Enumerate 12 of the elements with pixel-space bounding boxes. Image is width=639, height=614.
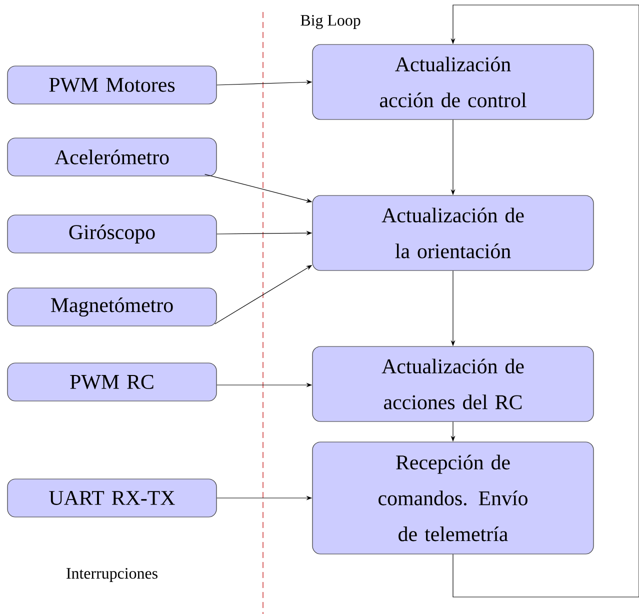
input-box: Giróscopo (7, 214, 217, 254)
process-box: Actualización de acciones del RC (312, 346, 594, 422)
input-box: UART RX-TX (7, 478, 217, 518)
input-box: PWM Motores (7, 66, 217, 104)
input-box: PWM RC (7, 362, 217, 402)
loop-label: Big Loop (300, 15, 360, 29)
input-box: Acelerómetro (7, 138, 217, 176)
process-box: Actualización acción de control (312, 44, 594, 120)
process-box: Actualización de la orientación (312, 195, 594, 271)
region-label: Interrupciones (66, 568, 158, 582)
input-box: Magnetómetro (7, 288, 217, 326)
process-box: Recepción de comandos. Envío de telemetría (312, 442, 594, 554)
